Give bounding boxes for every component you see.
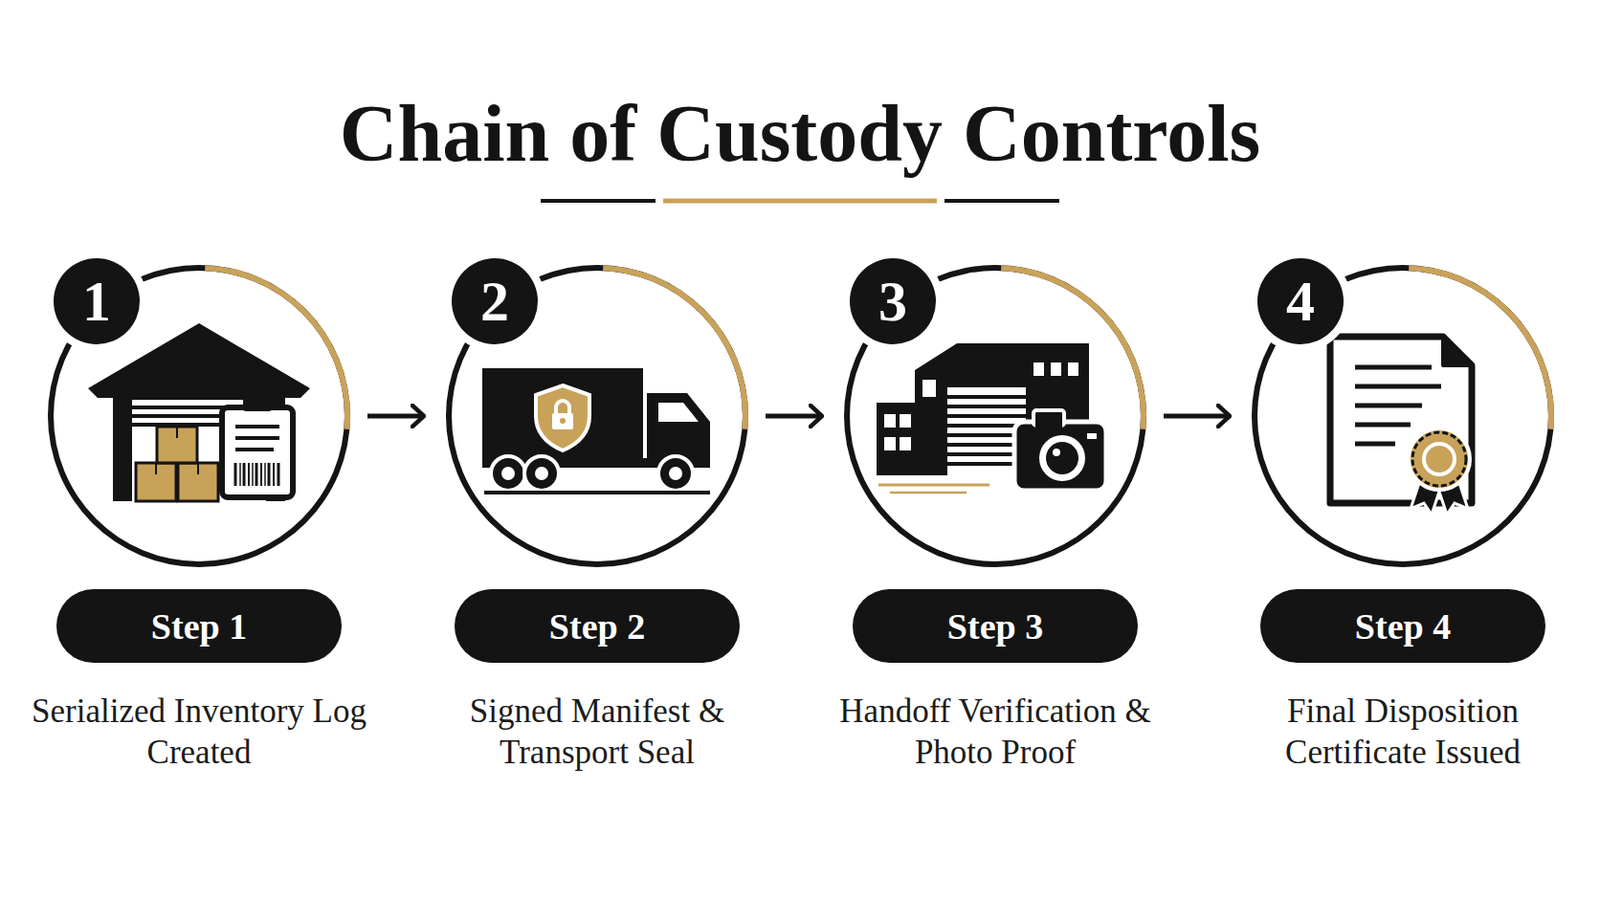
title-underline — [540, 200, 1060, 202]
step-circle: 4 — [1251, 265, 1555, 568]
flow-arrow — [765, 414, 823, 420]
flow-arrow — [367, 414, 424, 420]
certificate-icon — [1330, 336, 1472, 515]
step-number: 2 — [451, 258, 538, 345]
step-description: Final Disposition Certificate Issued — [1232, 690, 1574, 774]
warehouse-icon — [88, 323, 311, 502]
step-pill: Step 3Handoff Verification & Photo Proof — [852, 589, 1138, 664]
step-circle: 3 — [844, 265, 1147, 568]
wheels — [490, 456, 693, 491]
step-description: Serialized Inventory Log Created — [28, 690, 370, 774]
step-pill: Step 1Serialized Inventory Log Created — [56, 589, 342, 664]
shield-lock — [535, 385, 590, 451]
ground-lines — [878, 485, 990, 493]
underline-segment — [663, 199, 937, 204]
step-pill: Step 4Final Disposition Certificate Issu… — [1260, 589, 1546, 664]
step-pill: Step 2Signed Manifest & Transport Seal — [454, 589, 740, 664]
step-label: Step 1 — [151, 608, 247, 645]
step-label: Step 4 — [1355, 608, 1451, 645]
step-label: Step 2 — [549, 608, 645, 645]
seal — [1408, 428, 1470, 515]
ring-progress-arc — [204, 265, 351, 430]
underline-segment — [540, 199, 656, 203]
facility-camera-icon — [876, 343, 1107, 493]
ring-progress-arc — [1408, 265, 1555, 430]
step-circle: 2 — [445, 265, 749, 568]
step-label: Step 3 — [947, 608, 1044, 645]
underline-segment — [944, 199, 1060, 203]
step-number: 1 — [53, 258, 140, 345]
step-description: Signed Manifest & Transport Seal — [426, 690, 768, 774]
step-description: Handoff Verification & Photo Proof — [824, 690, 1166, 774]
step-number: 4 — [1257, 258, 1344, 345]
step-number: 3 — [849, 258, 936, 345]
flow-arrow — [1163, 414, 1230, 420]
truck-icon — [482, 368, 711, 493]
ring-progress-arc — [1000, 265, 1147, 430]
clipboard — [222, 387, 293, 498]
box-stack — [135, 426, 219, 502]
diagram-title: Chain of Custody Controls — [0, 86, 1600, 182]
camera — [1014, 410, 1107, 491]
step-circle: 1 — [47, 265, 351, 568]
ring-progress-arc — [602, 265, 749, 430]
